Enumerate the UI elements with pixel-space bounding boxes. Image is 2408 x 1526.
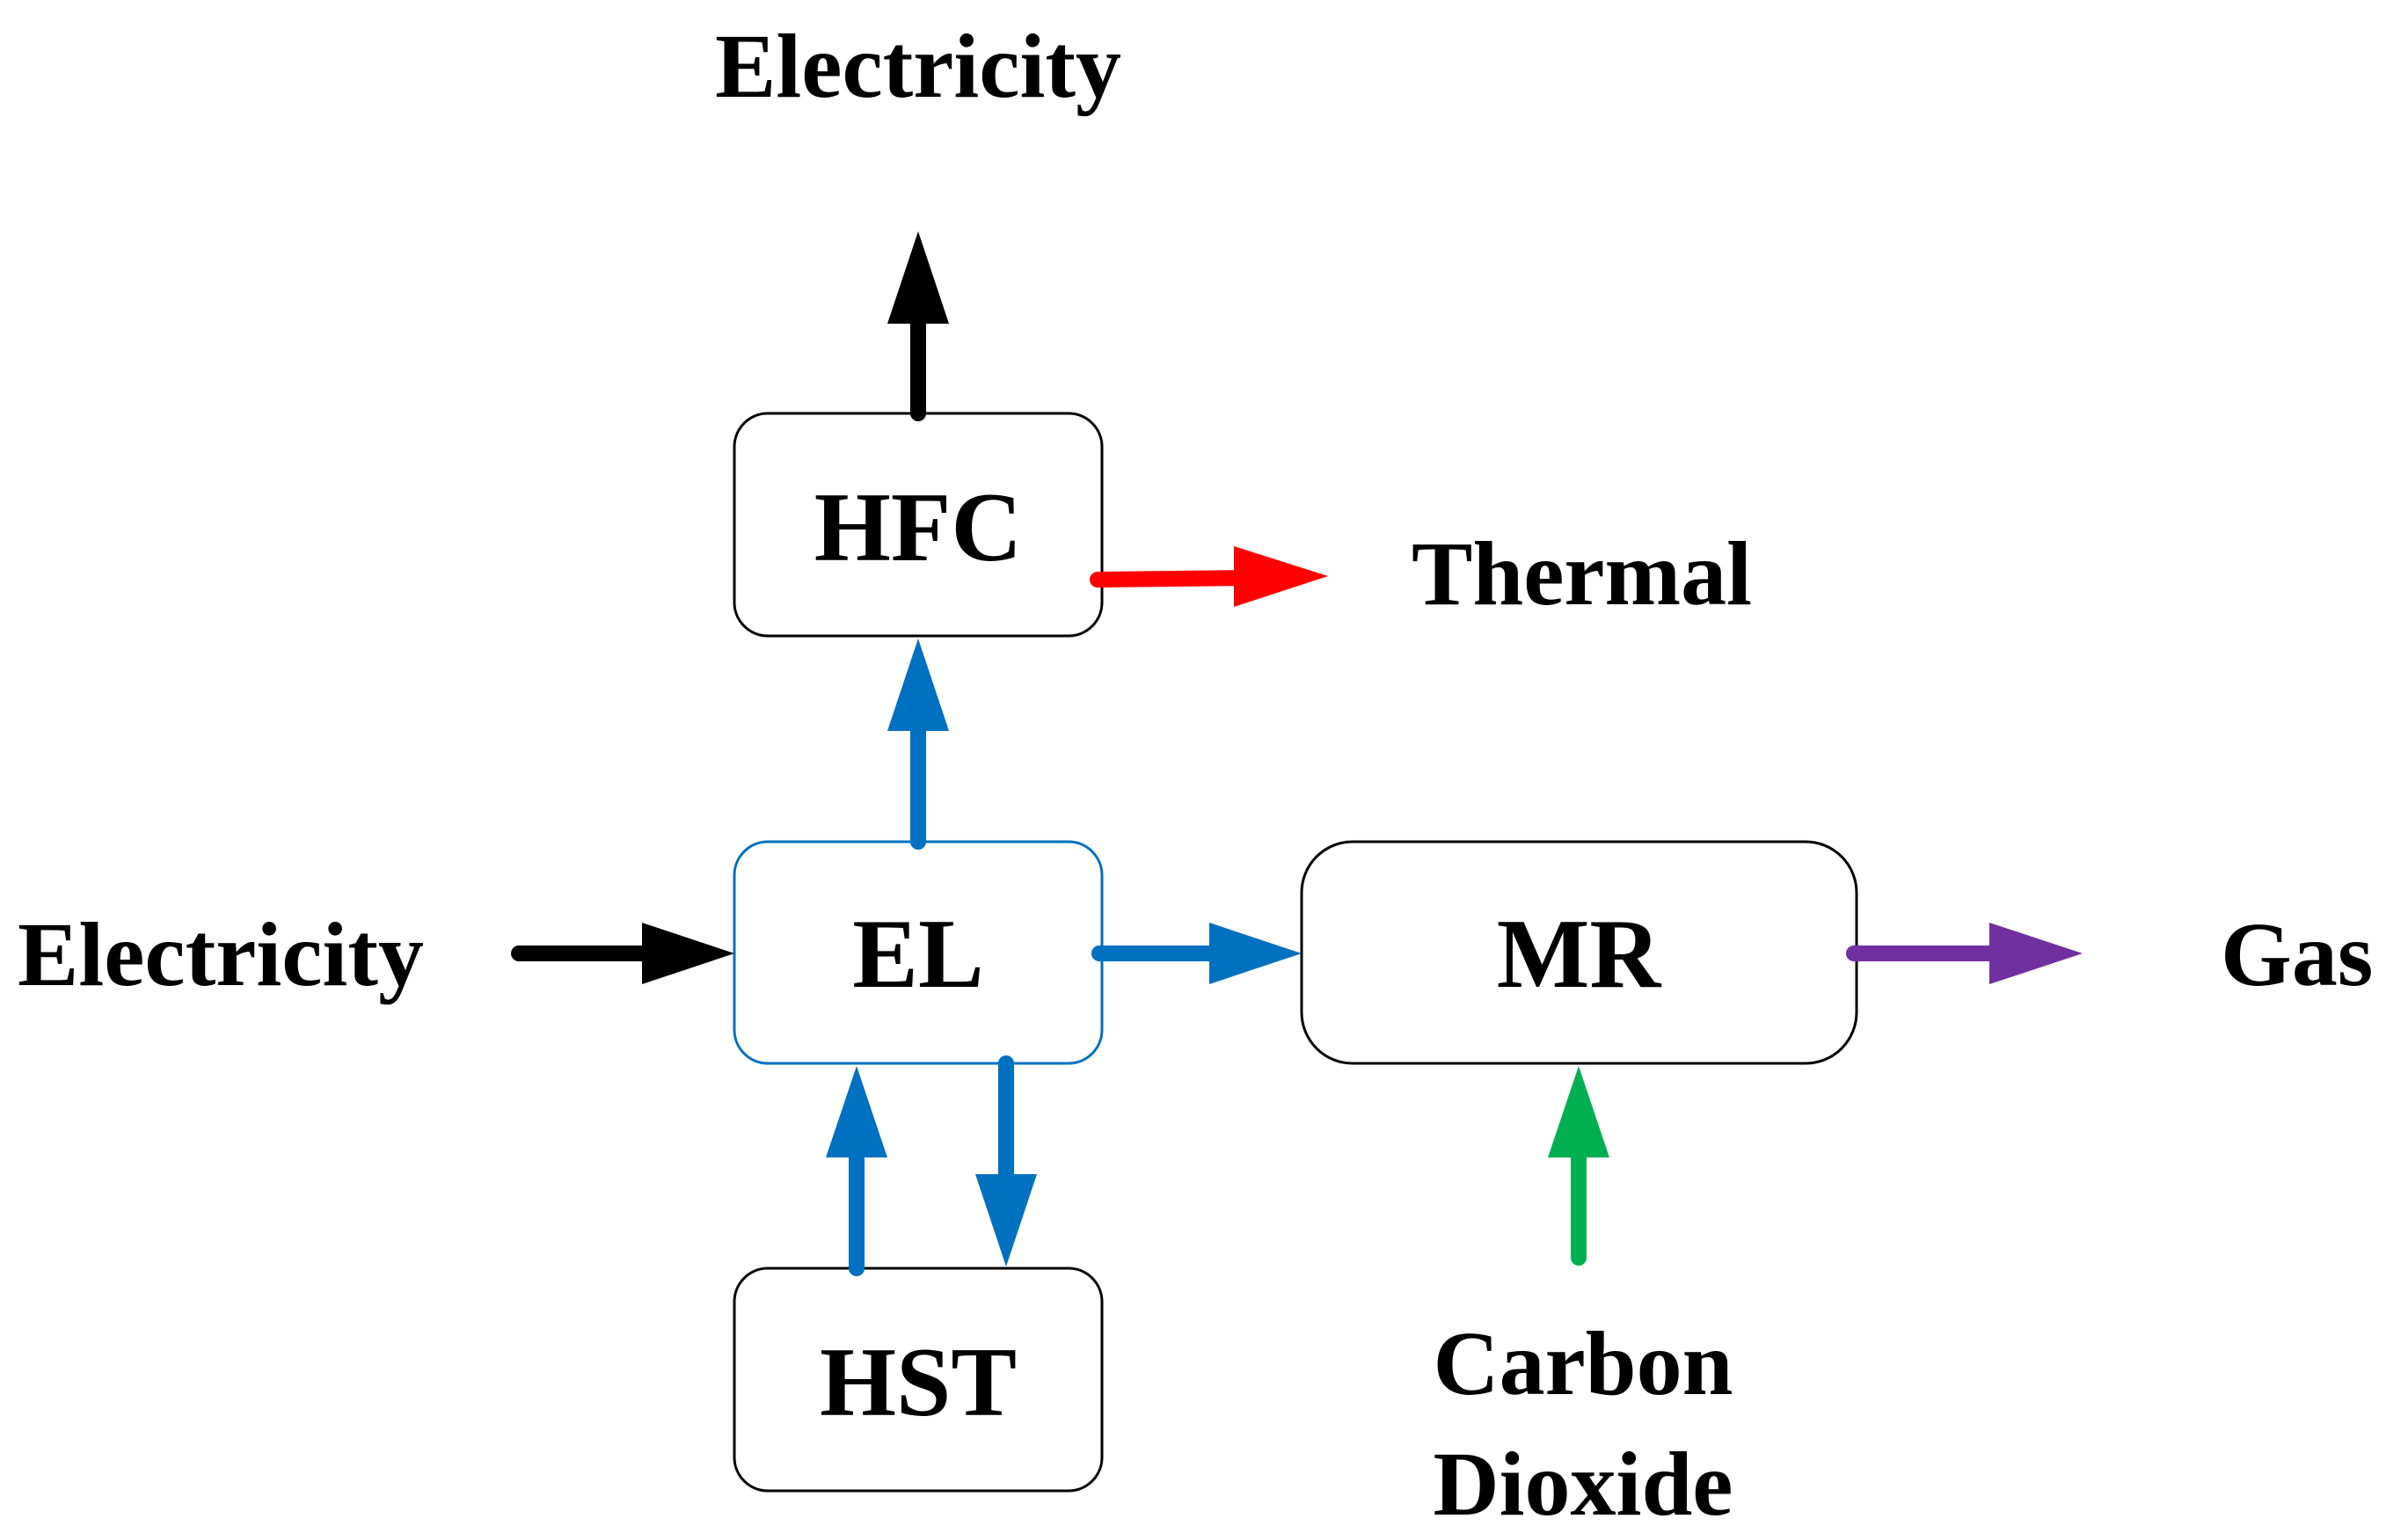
gas-label: Gas [2221, 904, 2373, 1005]
arrow-hfc-to-thermal [1090, 546, 1328, 607]
arrow-el-to-mr [1091, 923, 1302, 984]
arrow-electricity-to-el [511, 923, 734, 984]
node-mr: MR [1300, 840, 1858, 1065]
arrow-carbon-dioxide-to-mr [1548, 1066, 1609, 1266]
arrow-el-to-hfc [887, 639, 949, 850]
hfc-label: HFC [814, 473, 1022, 582]
mr-label: MR [1497, 900, 1662, 1009]
thermal-label: Thermal [1412, 523, 1752, 624]
hst-box [733, 1267, 1104, 1493]
carbon-dioxide-label-line2: Dioxide [1434, 1434, 1733, 1526]
node-hst: HST [733, 1267, 1104, 1493]
arrow-hfc-to-electricity [887, 231, 949, 421]
node-el: EL [733, 840, 1104, 1065]
electricity-output-label: Electricity [715, 16, 1121, 117]
el-label: EL [852, 900, 983, 1009]
arrow-mr-to-gas [1846, 923, 2083, 984]
electricity-input-label: Electricity [18, 904, 424, 1005]
carbon-dioxide-label-line1: Carbon [1434, 1313, 1733, 1414]
node-hfc: HFC [733, 412, 1104, 638]
hst-label: HST [820, 1328, 1017, 1437]
arrow-el-to-hst [975, 1055, 1037, 1267]
arrow-hst-to-el [826, 1066, 887, 1276]
